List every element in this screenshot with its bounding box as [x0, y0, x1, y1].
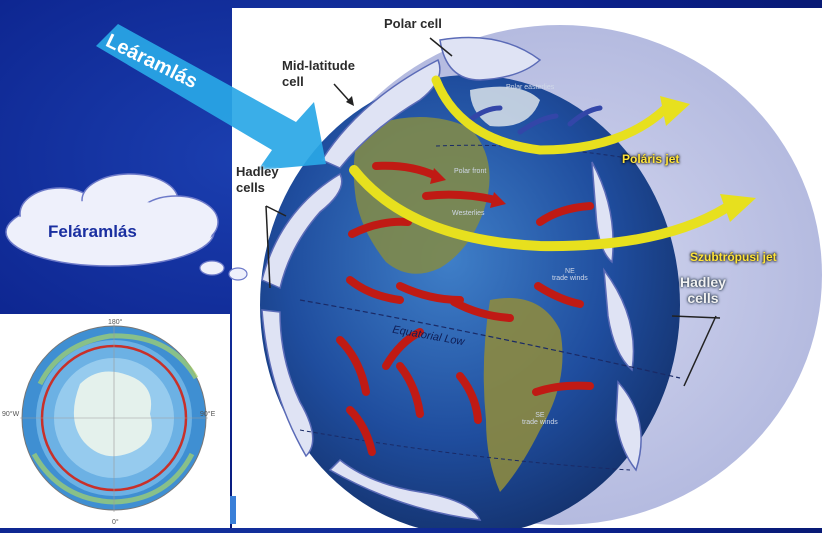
upflow-label: Feláramlás — [48, 222, 137, 242]
hadley-cells-left-label: Hadley cells — [236, 164, 279, 196]
polar-easterlies-label: Polar easterlies — [506, 84, 554, 91]
polar-cell-label: Polar cell — [384, 16, 442, 31]
polar-front-label: Polar front — [454, 168, 486, 175]
hadley-cells-right-label: Hadley cells — [680, 274, 726, 306]
mid-latitude-cell-label: Mid-latitude cell — [282, 58, 355, 90]
ne-trade-winds-label: NE trade winds — [552, 268, 588, 282]
se-trade-winds-label: SE trade winds — [522, 412, 558, 426]
pointer-arrowhead — [346, 96, 354, 106]
subtropical-jet-label: Szubtrópusi jet — [690, 250, 777, 264]
westerlies-label: Westerlies — [452, 210, 485, 217]
polar-jet-label: Poláris jet — [622, 152, 679, 166]
